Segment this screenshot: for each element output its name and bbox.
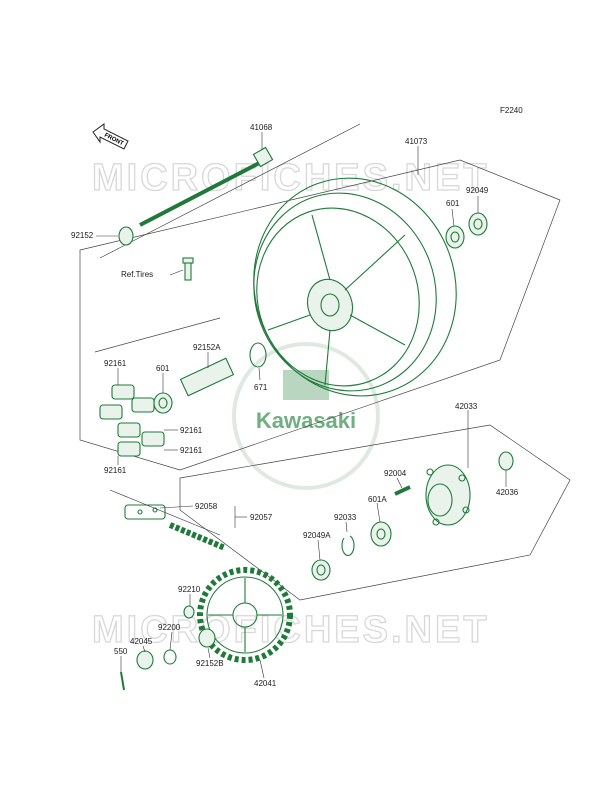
leader-lines [96,132,507,679]
collar-92152A [179,357,235,397]
sprocket-hub-42033 [425,464,471,526]
washer-92200 [163,649,177,665]
circlip-92033 [341,535,355,556]
collar-42036 [498,451,514,471]
label-92049A: 92049A [303,531,331,540]
seal-92049A [311,559,331,581]
drive-chain-92057 [109,489,227,551]
stud-92004 [394,485,411,496]
nut-92210 [183,605,195,619]
nut-42045 [136,650,154,670]
valve-stem [182,257,194,281]
rear-sprocket-42041 [197,567,293,663]
label-92049: 92049 [466,186,489,195]
seal-92049 [468,212,488,236]
label-92058: 92058 [195,502,218,511]
label-42045: 42045 [130,637,153,646]
axle-shaft [99,123,361,259]
label-ref-tires: Ref.Tires [121,270,153,279]
label-92057: 92057 [250,513,273,522]
kawasaki-logo: Kawasaki [232,342,380,490]
front-arrow-icon: FRONT [92,123,129,150]
wheel-group-frame [79,159,561,471]
diagram-code: F2240 [500,106,523,115]
rear-wheel-rim [253,177,457,397]
label-41073: 41073 [405,137,428,146]
label-42033: 42033 [455,402,478,411]
label-92161-a: 92161 [104,359,127,368]
bearing-601A [370,521,392,547]
label-671: 671 [254,383,268,392]
label-92161-c: 92161 [180,446,203,455]
collar-92152B [198,628,216,648]
damper-set-92161 [99,384,165,457]
cotter-pin-550 [120,671,125,691]
label-42036: 42036 [496,488,519,497]
bearing-601-top [445,225,465,249]
label-42041: 42041 [254,679,277,688]
label-92152B: 92152B [196,659,224,668]
label-41068: 41068 [250,123,273,132]
label-92200: 92200 [158,623,181,632]
label-92152A: 92152A [193,343,221,352]
label-92210: 92210 [178,585,201,594]
label-601-top: 601 [446,199,460,208]
bearing-601-mid [153,392,173,414]
watermark-top: MICROFICHES.NET [92,157,490,199]
hub-group-frame [179,424,571,601]
o-ring-671 [249,342,267,368]
label-92161-d: 92161 [104,466,127,475]
label-601A: 601A [368,495,387,504]
logo-text: Kawasaki [256,408,356,433]
chain-joint-92058 [124,504,166,520]
collar-92152 [118,226,134,246]
label-92161-b: 92161 [180,426,203,435]
label-92152: 92152 [71,231,94,240]
label-550: 550 [114,647,128,656]
label-92033: 92033 [334,513,357,522]
label-601-mid: 601 [156,364,170,373]
label-92004: 92004 [384,469,407,478]
